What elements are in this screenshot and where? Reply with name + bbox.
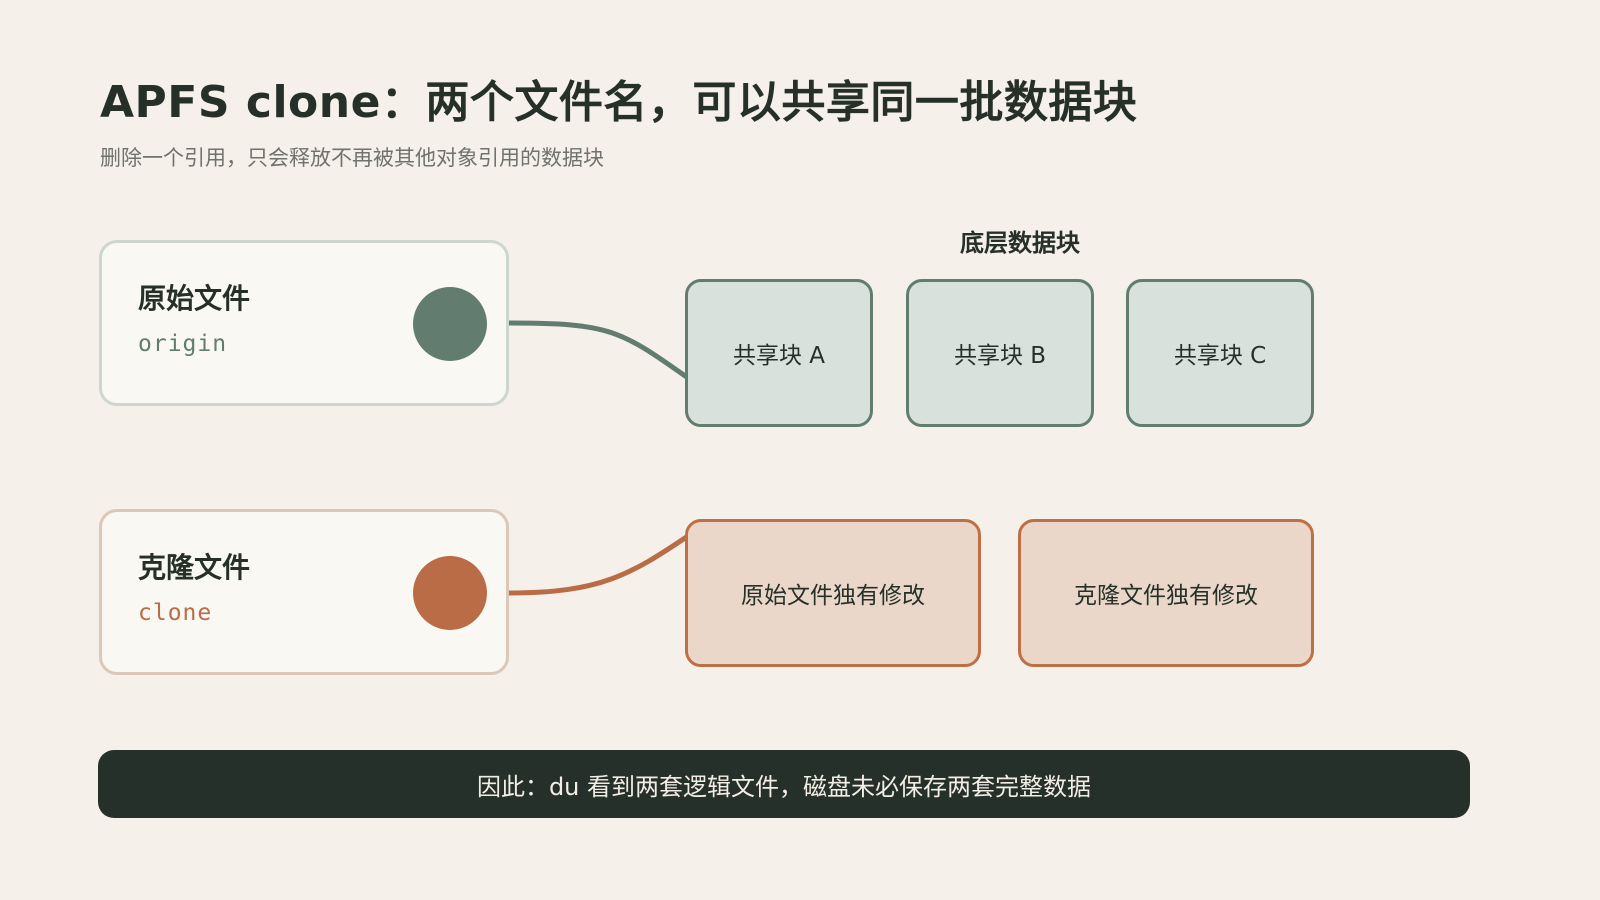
clone-file-name: 克隆文件	[138, 551, 251, 584]
clone-reference-dot	[413, 556, 487, 630]
origin-file-code: origin	[138, 331, 228, 357]
origin-unique-block: 原始文件独有修改	[685, 519, 981, 667]
section-label-blocks: 底层数据块	[960, 229, 1080, 257]
clone-file-code: clone	[138, 600, 213, 626]
conclusion-banner: 因此：du 看到两套逻辑文件，磁盘未必保存两套完整数据	[98, 750, 1470, 818]
clone-unique-block: 克隆文件独有修改	[1018, 519, 1314, 667]
shared-block-b: 共享块 B	[906, 279, 1094, 427]
conclusion-text: 因此：du 看到两套逻辑文件，磁盘未必保存两套完整数据	[476, 772, 1092, 801]
clone-file-card: 克隆文件 clone	[99, 509, 509, 675]
origin-file-name: 原始文件	[138, 282, 251, 315]
origin-file-card: 原始文件 origin	[99, 240, 509, 406]
shared-block-a: 共享块 A	[685, 279, 873, 427]
origin-reference-dot	[413, 287, 487, 361]
origin-connector	[506, 320, 691, 381]
clone-connector	[506, 533, 691, 596]
page-title: APFS clone：两个文件名，可以共享同一批数据块	[100, 77, 1138, 128]
shared-block-c: 共享块 C	[1126, 279, 1314, 427]
page-subtitle: 删除一个引用，只会释放不再被其他对象引用的数据块	[100, 146, 604, 170]
